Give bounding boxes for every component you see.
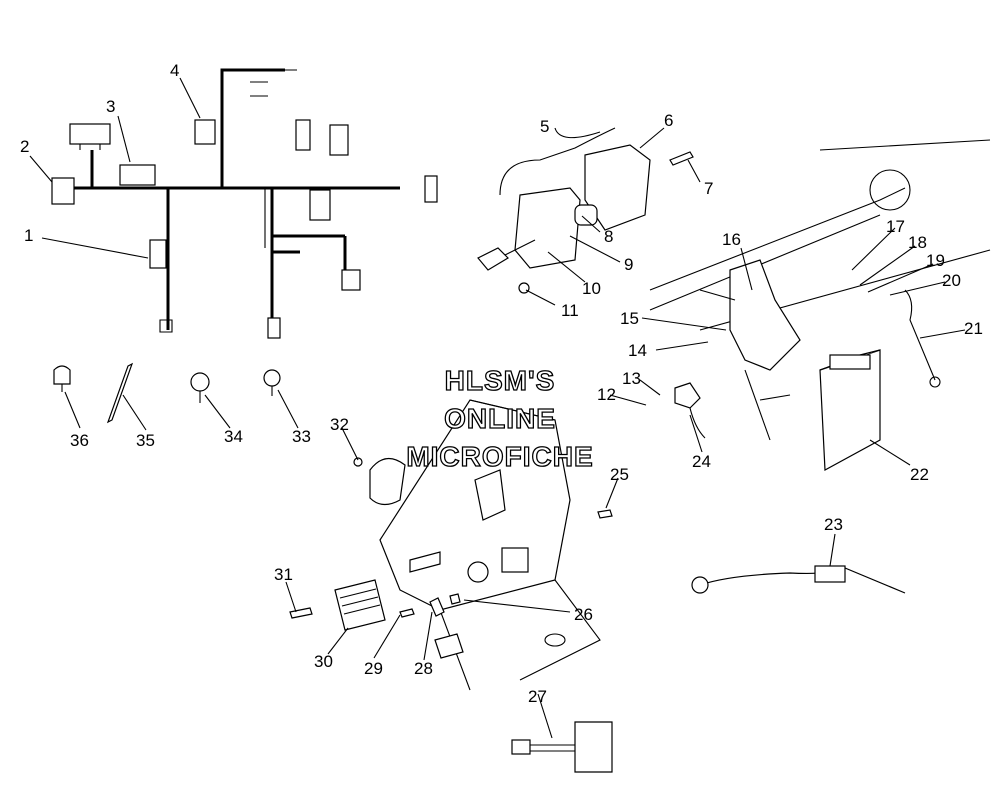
callout-9: 9: [624, 255, 633, 274]
callout-36: 36: [70, 431, 89, 450]
callout-19: 19: [926, 251, 945, 270]
frame-icon: [649, 139, 991, 441]
callout-35: 35: [136, 431, 155, 450]
tail-light-assembly-icon: [477, 127, 694, 294]
callout-20: 20: [942, 271, 961, 290]
callout-31: 31: [274, 565, 293, 584]
callout-29: 29: [364, 659, 383, 678]
callout-26: 26: [574, 605, 593, 624]
callout-4: 4: [170, 61, 179, 80]
callout-33: 33: [292, 427, 311, 446]
watermark-line-3: MICROFICHE: [406, 441, 593, 472]
cdi-box-icon: [289, 579, 386, 631]
callout-12: 12: [597, 385, 616, 404]
callout-1: 1: [24, 226, 33, 245]
callout-23: 23: [824, 515, 843, 534]
callout-25: 25: [610, 465, 629, 484]
callout-2: 2: [20, 137, 29, 156]
callout-32: 32: [330, 415, 349, 434]
callout-3: 3: [106, 97, 115, 116]
callout-14: 14: [628, 341, 647, 360]
callout-6: 6: [664, 111, 673, 130]
callout-17: 17: [886, 217, 905, 236]
battery-icon: [819, 349, 881, 471]
clip-icon: [53, 362, 281, 424]
callout-30: 30: [314, 652, 333, 671]
callout-10: 10: [582, 279, 601, 298]
callout-15: 15: [620, 309, 639, 328]
callout-11: 11: [561, 301, 579, 320]
callout-16: 16: [722, 230, 741, 249]
callout-24: 24: [692, 452, 711, 471]
callout-21: 21: [964, 319, 983, 338]
watermark-line-1: HLSM'S: [445, 365, 556, 396]
cable-tie-icon: [399, 509, 613, 618]
mount-plate-icon: [379, 399, 601, 691]
coil-icon: [353, 457, 406, 506]
wiring-harness-icon: [51, 68, 438, 339]
battery-cable-icon: [674, 289, 941, 594]
callout-22: 22: [910, 465, 929, 484]
callout-13: 13: [622, 369, 641, 388]
callout-8: 8: [604, 227, 613, 246]
callout-labels: 1 2 3 4 5 6 7 8 9 10 11 12 13 14 15 16 1…: [20, 61, 983, 706]
callout-18: 18: [908, 233, 927, 252]
callout-5: 5: [540, 117, 549, 136]
callout-7: 7: [704, 179, 713, 198]
voltage-regulator-icon: [511, 721, 613, 773]
callout-28: 28: [414, 659, 433, 678]
callout-34: 34: [224, 427, 243, 446]
leader-lines: [29, 77, 966, 739]
watermark-line-2: ONLINE: [444, 403, 556, 434]
watermark: HLSM'S ONLINE MICROFICHE: [406, 364, 594, 472]
callout-27: 27: [528, 687, 547, 706]
